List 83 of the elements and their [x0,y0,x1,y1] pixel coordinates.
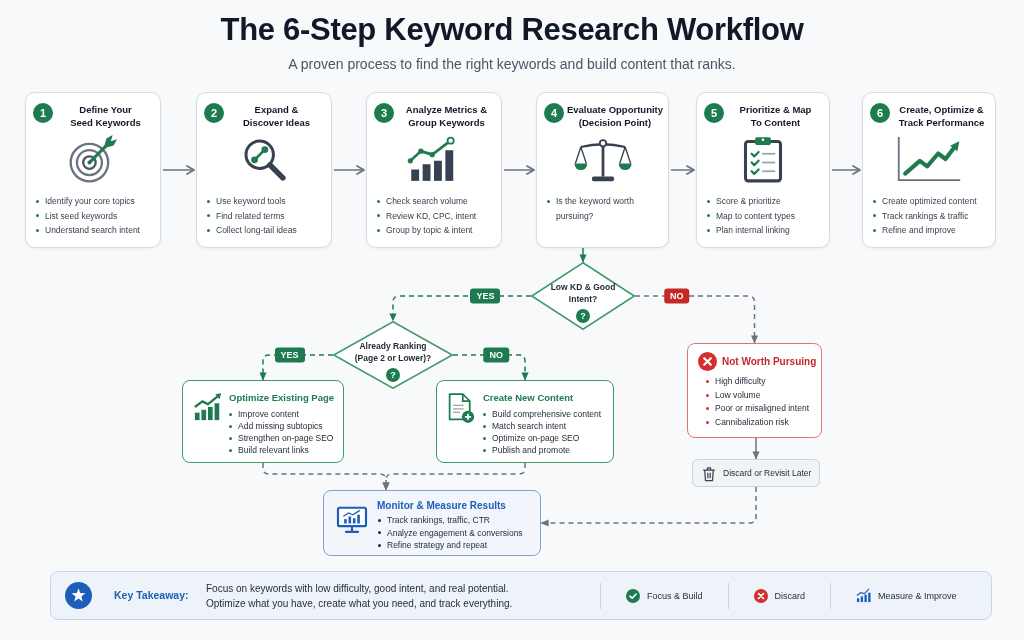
list-item: Strengthen on-page SEO [228,432,340,444]
card-title: Not Worth Pursuing [722,355,817,368]
arrow [162,165,195,175]
step-card [366,92,502,248]
step-number: 3 [374,103,394,123]
legend-text: Discard [774,589,806,602]
step-number: 1 [33,103,53,123]
list-item: Build relevant links [228,444,340,456]
edge-label: YES [470,288,501,304]
step-card [536,92,669,248]
card-title: Monitor & Measure Results [377,499,506,512]
arrow [579,247,587,263]
list-item: List seed keywords [35,208,156,223]
result-card [182,380,344,463]
takeaway-heading: Key Takeaway: [114,589,189,602]
legend-text: Focus & Build [647,589,703,602]
step-title: Analyze Metrics & Group Keywords [404,103,489,129]
list-item: Is the keyword worth pursuing? [546,194,664,223]
step-title: Expand & Discover Ideas [241,103,312,129]
list-item: Collect long-tail ideas [206,223,327,238]
legend-text: Measure & Improve [878,589,957,602]
arrow [670,165,695,175]
list-item: Plan internal linking [706,223,825,238]
rejection-card [687,343,822,438]
list-item: High difficulty [705,375,818,389]
step-title: Create, Optimize & Track Performance [897,103,986,129]
step-number: 5 [704,103,724,123]
subtitle: A proven process to find the right keywords and build content that ranks. [288,55,736,73]
list-item: Identify your core topics [35,194,156,209]
step-card [862,92,996,248]
list-item: Score & prioritize [706,194,825,209]
decision-question: Already Ranking (Page 2 or Lower)? [353,340,433,364]
list-item: Refine strategy and repeat [377,539,537,552]
step-card [196,92,332,248]
list-item: Match search intent [482,420,610,432]
arrow [503,165,535,175]
step-number: 6 [870,103,890,123]
takeaway-panel [50,571,992,620]
step-card [696,92,830,248]
list-item: Track rankings & traffic [872,208,991,223]
list-item: Use keyword tools [206,194,327,209]
step-number: 4 [544,103,564,123]
step-number: 2 [204,103,224,123]
card-title: Create New Content [483,391,574,404]
list-item: Group by topic & intent [376,223,497,238]
list-item: Track rankings, traffic, CTR [377,514,537,527]
list-item: Add missing subtopics [228,420,340,432]
list-item: Optimize on-page SEO [482,432,610,444]
list-item: Review KD, CPC, intent [376,208,497,223]
dashed-arrow [540,486,757,527]
step-title: Evaluate Opportunity (Decision Point) [565,103,665,129]
list-item: Map to content types [706,208,825,223]
edge-label: YES [274,347,305,363]
step-title: Define Your Seed Keywords [69,103,142,129]
list-item: Improve content [228,408,340,420]
list-item: Understand search intent [35,223,156,238]
takeaway-text: Focus on keywords with low difficulty, good intent, and real potential. Optimize what you have, create what you need, and track everything. [206,582,514,611]
card-title: Optimize Existing Page [229,391,335,404]
dashed-arrow [389,295,532,322]
arrow [752,437,760,460]
list-item: Analyze engagement & conversions [377,526,537,539]
arrow [333,165,365,175]
result-card [436,380,614,463]
edge-label: NO [664,288,690,304]
arrow [831,165,861,175]
list-item: Find related terms [206,208,327,223]
step-title: Prioritize & Map To Content [738,103,813,129]
list-item: Low volume [705,388,818,402]
step-card [25,92,161,248]
list-item: Refine and improve [872,223,991,238]
monitor-card [323,490,541,556]
list-item: Publish and promote [482,444,610,456]
dashed-arrow [634,295,759,344]
action-text: Discard or Revisit Later [723,468,812,479]
list-item: Create optimized content [872,194,991,209]
list-item: Check search volume [376,194,497,209]
action-box [692,459,820,487]
edge-label: NO [483,347,509,363]
list-item: Build comprehensive content [482,408,610,420]
decision-question: Low KD & Good Intent? [549,281,617,305]
list-item: Cannibalization risk [705,415,818,429]
list-item: Poor or misaligned intent [705,402,818,416]
title: The 6-Step Keyword Research Workflow [220,11,804,48]
